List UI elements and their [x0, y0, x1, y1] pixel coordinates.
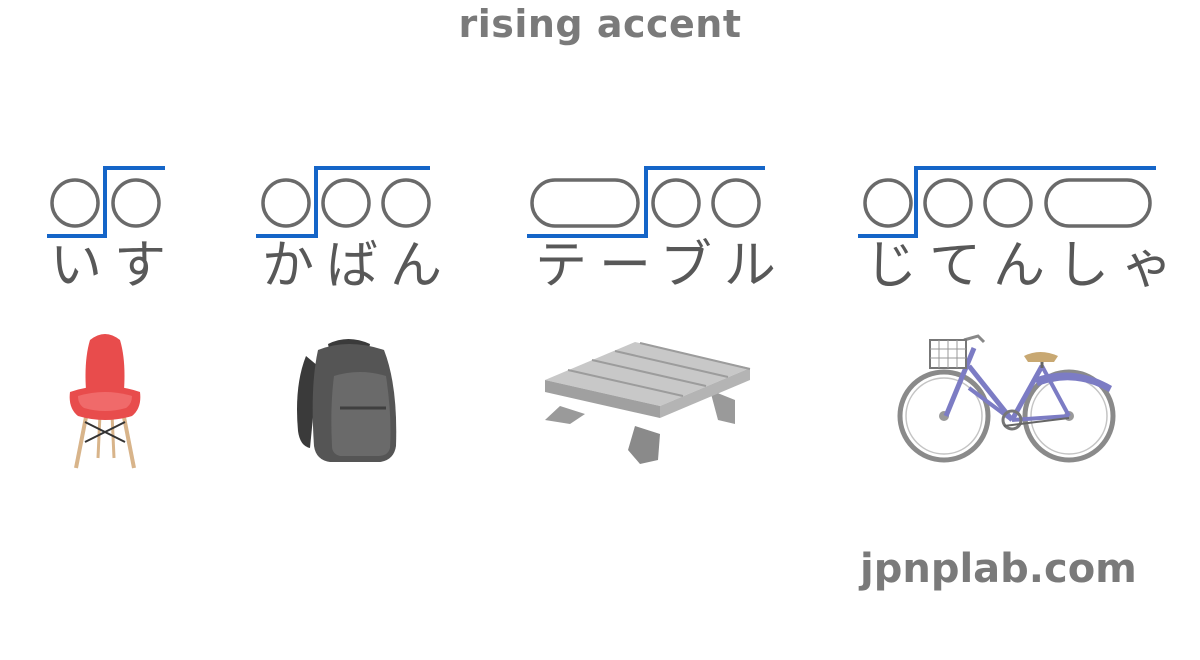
word-label: かばん — [262, 236, 455, 296]
pitch-diagram-jitensha — [858, 166, 1156, 238]
pitch-line — [858, 166, 1156, 238]
pitch-line — [256, 166, 430, 238]
mora-circle — [111, 178, 161, 228]
pitch-diagram-isu — [47, 166, 165, 238]
table-icon — [545, 342, 751, 464]
mora-circle — [711, 178, 761, 228]
mora-circle — [983, 178, 1033, 228]
mora-circle — [261, 178, 311, 228]
mora-circle — [50, 178, 100, 228]
pitch-diagram-teeburu — [527, 166, 765, 238]
mora-circle — [321, 178, 371, 228]
word-label: じてんしゃ — [865, 236, 1186, 296]
mora-circle — [863, 178, 913, 228]
mora-circle — [651, 178, 701, 228]
word-label: テーブル — [535, 236, 788, 296]
mora-long — [1044, 178, 1152, 228]
mora-long — [530, 178, 640, 228]
mora-circle — [923, 178, 973, 228]
pitch-line — [47, 166, 165, 238]
mora-circle — [381, 178, 431, 228]
pitch-line — [527, 166, 765, 238]
chair-icon — [69, 334, 141, 469]
word-label: いす — [50, 236, 179, 296]
pitch-diagram-kaban — [256, 166, 431, 238]
page-title: rising accent — [458, 2, 742, 46]
backpack-icon — [297, 339, 397, 462]
site-footer: jpnplab.com — [860, 546, 1137, 592]
bicycle-icon — [897, 334, 1116, 463]
